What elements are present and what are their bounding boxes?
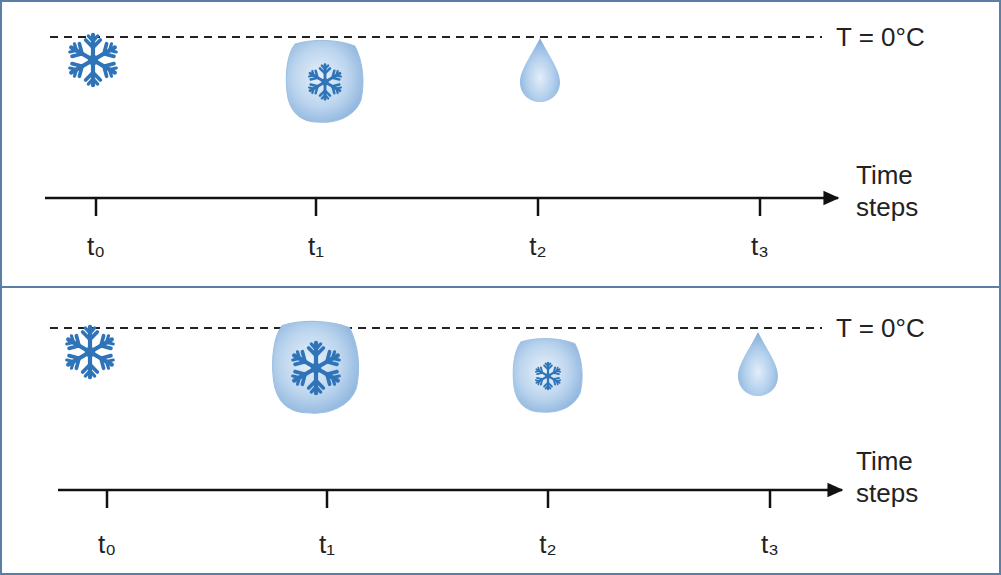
axis-ticks	[107, 490, 770, 508]
temperature-label: T = 0°C	[836, 21, 925, 54]
melting-particle	[286, 40, 363, 122]
axis-ticks	[96, 198, 760, 216]
melting-particle	[273, 321, 359, 413]
axis-title: Time steps	[856, 445, 956, 510]
panel: T = 0°C Time steps t₀ t₁ t₂ t₃	[0, 286, 1001, 575]
freezing-line	[50, 327, 822, 329]
snowflake	[308, 65, 343, 100]
snowflake	[535, 363, 562, 389]
freezing-line	[50, 36, 822, 38]
water-drop	[520, 38, 560, 102]
melting-particle	[513, 339, 582, 413]
water-drop	[738, 332, 778, 396]
time-axis	[45, 197, 838, 200]
time-step-label: t₁	[319, 528, 335, 561]
axis-title: Time steps	[856, 159, 956, 224]
snowflake	[68, 35, 119, 85]
time-step-label: t₀	[98, 528, 116, 561]
time-step-label: t₀	[87, 230, 105, 263]
time-axis	[58, 489, 842, 492]
time-step-label: t₃	[751, 230, 769, 263]
time-step-label: t₁	[308, 230, 324, 263]
snowflake	[291, 343, 342, 393]
time-step-label: t₂	[529, 230, 546, 263]
snowflake	[65, 327, 116, 377]
temperature-label: T = 0°C	[836, 312, 925, 345]
time-step-label: t₃	[761, 528, 779, 561]
panel: T = 0°C Time steps t₀ t₁ t₂ t₃	[0, 0, 1001, 288]
time-step-label: t₂	[539, 528, 556, 561]
